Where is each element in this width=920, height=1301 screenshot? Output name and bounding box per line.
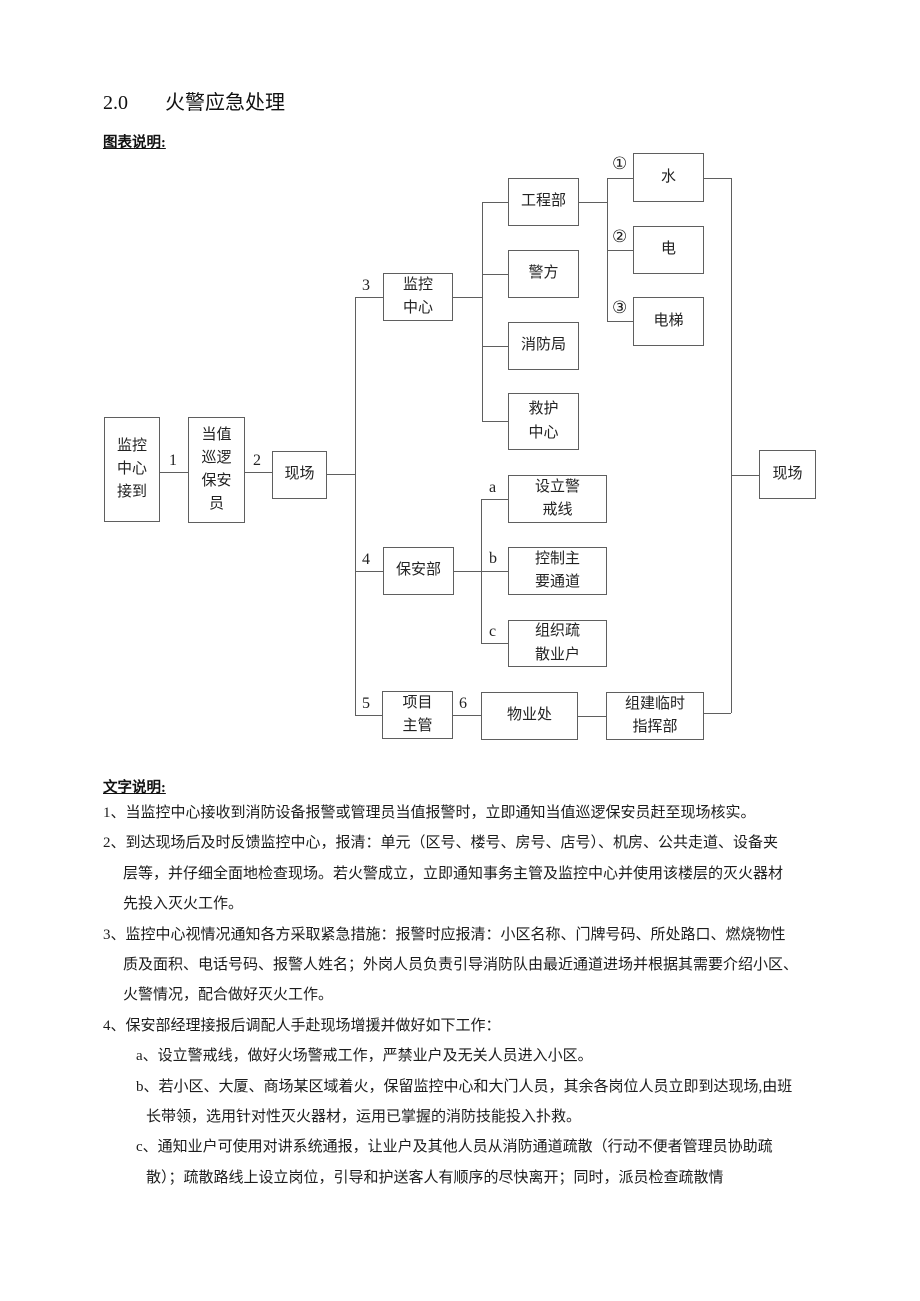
connector-line — [731, 475, 759, 476]
connector-line — [481, 643, 508, 644]
node-water: 水 — [633, 153, 704, 202]
connector-line — [327, 474, 355, 475]
notes-line: 散）；疏散路线上设立岗位，引导和护送客人有顺序的尽快离开；同时，派员检查疏散情 — [146, 1169, 724, 1186]
step-label-1: 1 — [169, 452, 177, 469]
node-monitor-receive: 监控 中心 接到 — [104, 417, 160, 522]
node-scene-left: 现场 — [272, 451, 327, 499]
notes-heading: 文字说明: — [103, 780, 166, 796]
node-temp-command-post: 组建临时 指挥部 — [606, 692, 704, 740]
connector-line — [578, 716, 606, 717]
notes-line: 先投入灭火工作。 — [123, 896, 244, 913]
notes-line: 3、监控中心视情况通知各方采取紧急措施：报警时应报清：小区名称、门牌号码、所处路… — [103, 926, 786, 943]
connector-spine — [607, 178, 608, 321]
notes-line: a、设立警戒线，做好火场警戒工作，严禁业户及无关人员进入小区。 — [136, 1048, 593, 1065]
notes-line: 火警情况，配合做好灭火工作。 — [123, 987, 334, 1004]
connector-line — [160, 472, 188, 473]
section-title-text: 火警应急处理 — [165, 92, 285, 114]
circled-number-1: ① — [612, 154, 628, 173]
notes-line: 2、到达现场后及时反馈监控中心，报清：单元（区号、楼号、房号、店号）、机房、公共… — [103, 835, 779, 852]
node-control-passages: 控制主 要通道 — [508, 547, 607, 595]
notes-line: 层等，并仔细全面地检查现场。若火警成立，立即通知事务主管及监控中心并使用该楼层的… — [123, 865, 784, 882]
connector-line — [482, 346, 508, 347]
node-duty-patrol-guard: 当值 巡逻 保安 员 — [188, 417, 245, 523]
step-label-4: 4 — [362, 551, 370, 568]
node-engineering-dept: 工程部 — [508, 178, 579, 226]
connector-line — [607, 250, 633, 251]
connector-spine — [481, 499, 482, 643]
node-fire-bureau: 消防局 — [508, 322, 579, 370]
notes-line: 质及面积、电话号码、报警人姓名；外岗人员负责引导消防队由最近通道进场并根据其需要… — [123, 957, 799, 974]
circled-number-3: ③ — [612, 298, 628, 317]
connector-line — [607, 178, 633, 179]
connector-spine — [731, 178, 732, 713]
step-label-2: 2 — [253, 452, 261, 469]
node-electricity: 电 — [633, 226, 704, 274]
connector-line — [607, 321, 633, 322]
connector-line — [482, 421, 508, 422]
sub-label-b: b — [489, 550, 497, 567]
notes-line: 4、保安部经理接报后调配人手赴现场增援并做好如下工作： — [103, 1017, 501, 1034]
connector-line — [454, 571, 481, 572]
connector-line — [453, 715, 481, 716]
section-title: 2.0 火警应急处理 — [103, 86, 285, 115]
connector-line — [355, 715, 382, 716]
connector-line — [482, 202, 508, 203]
section-number: 2.0 — [103, 92, 128, 114]
node-project-supervisor: 项目 主管 — [382, 691, 453, 739]
node-security-dept: 保安部 — [383, 547, 454, 595]
connector-line — [579, 202, 607, 203]
node-property-office: 物业处 — [481, 692, 578, 740]
notes-line: 长带领，选用针对性灭火器材，运用已掌握的消防技能投入扑救。 — [146, 1109, 582, 1126]
connector-line — [704, 713, 731, 714]
node-scene-right: 现场 — [759, 450, 816, 499]
node-organize-evacuation: 组织疏 散业户 — [508, 620, 607, 667]
diagram-heading: 图表说明: — [103, 135, 166, 151]
step-label-3: 3 — [362, 277, 370, 294]
node-monitor-center: 监控 中心 — [383, 273, 453, 321]
node-police: 警方 — [508, 250, 579, 298]
notes-line: c、通知业户可使用对讲系统通报，让业户及其他人员从消防通道疏散（行动不便者管理员… — [136, 1139, 773, 1156]
connector-line — [482, 274, 508, 275]
connector-line — [355, 571, 383, 572]
sub-label-a: a — [489, 479, 497, 496]
connector-line — [481, 499, 508, 500]
notes-text: 1、当监控中心接收到消防设备报警或管理员当值报警时，立即通知当值巡逻保安员赶至现… — [103, 798, 845, 1193]
connector-spine — [355, 297, 356, 715]
notes-line: 1、当监控中心接收到消防设备报警或管理员当值报警时，立即通知当值巡逻保安员赶至现… — [103, 805, 756, 821]
connector-line — [453, 297, 482, 298]
connector-line — [355, 297, 383, 298]
connector-spine — [482, 202, 483, 421]
step-label-6: 6 — [459, 695, 467, 712]
connector-line — [481, 571, 508, 572]
notes-line: b、若小区、大厦、商场某区域着火，保留监控中心和大门人员，其余各岗位人员立即到达… — [136, 1078, 793, 1095]
node-elevator: 电梯 — [633, 297, 704, 346]
step-label-5: 5 — [362, 695, 370, 712]
sub-label-c: c — [489, 623, 497, 640]
node-rescue-center: 救护 中心 — [508, 393, 579, 450]
node-set-cordon: 设立警 戒线 — [508, 475, 607, 523]
connector-line — [704, 178, 731, 179]
circled-number-2: ② — [612, 227, 628, 246]
connector-line — [245, 472, 272, 473]
